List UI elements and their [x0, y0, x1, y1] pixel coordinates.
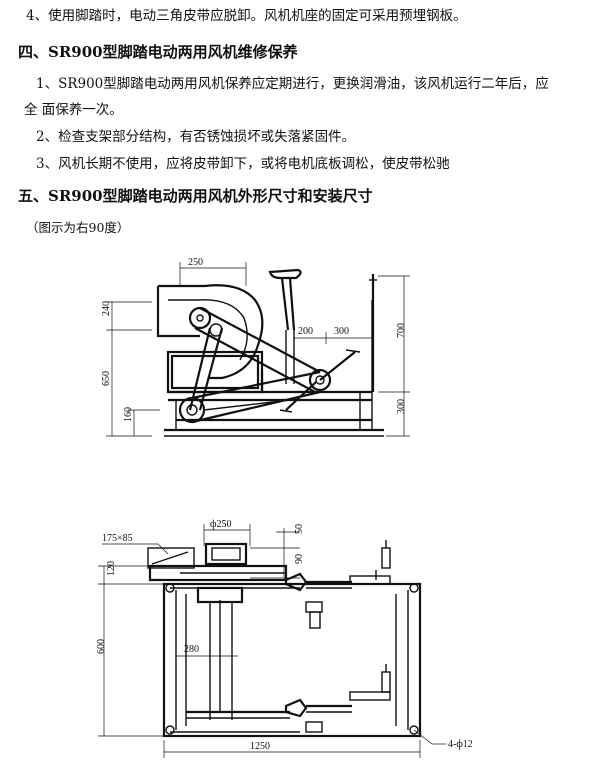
dim-phi250: ф250	[210, 519, 231, 530]
text-line-4: 2、检查支架部分结构，有否锈蚀损坏或失落紧固件。	[36, 129, 356, 145]
text-line-1: 4、使用脚踏时，电动三角皮带应脱卸。风机机座的固定可采用预埋钢板。	[26, 8, 467, 24]
dim-90: 90	[294, 554, 305, 564]
dim-200: 200	[298, 326, 313, 337]
figure-caption: （图示为右90度）	[26, 220, 130, 235]
dim-250: 250	[188, 257, 203, 268]
dim-650: 650	[101, 371, 112, 386]
dim-280: 280	[184, 644, 199, 655]
dim-1250: 1250	[250, 741, 270, 752]
dim-700: 700	[396, 323, 407, 338]
text-line-2: 1、SR900型脚踏电动两用风机保养应定期进行，更换润滑油，该风机运行二年后，应	[36, 76, 549, 92]
section-heading-4: 四、SR900型脚踏电动两用风机维修保养	[18, 43, 298, 61]
dim-600: 600	[96, 639, 107, 654]
text-line-3: 全 面保养一次。	[24, 102, 123, 118]
section-heading-5: 五、SR900型脚踏电动两用风机外形尺寸和安装尺寸	[18, 187, 373, 205]
dim-outlet: 175×85	[102, 533, 133, 544]
dim-holes: 4-ф12	[448, 739, 473, 750]
side-view-drawing: 250 240 650 160	[101, 257, 410, 437]
dim-50: 50	[294, 524, 305, 534]
dim-160: 160	[123, 407, 134, 422]
dim-300-a: 300	[334, 326, 349, 337]
top-view-drawing: ф250 175×85 50 90 120 600 280	[96, 519, 473, 758]
dim-120: 120	[106, 561, 117, 576]
dim-240: 240	[101, 301, 112, 316]
text-line-5: 3、风机长期不使用，应将皮带卸下，或将电机底板调松，使皮带松驰	[36, 156, 450, 172]
dim-300-b: 300	[396, 399, 407, 414]
